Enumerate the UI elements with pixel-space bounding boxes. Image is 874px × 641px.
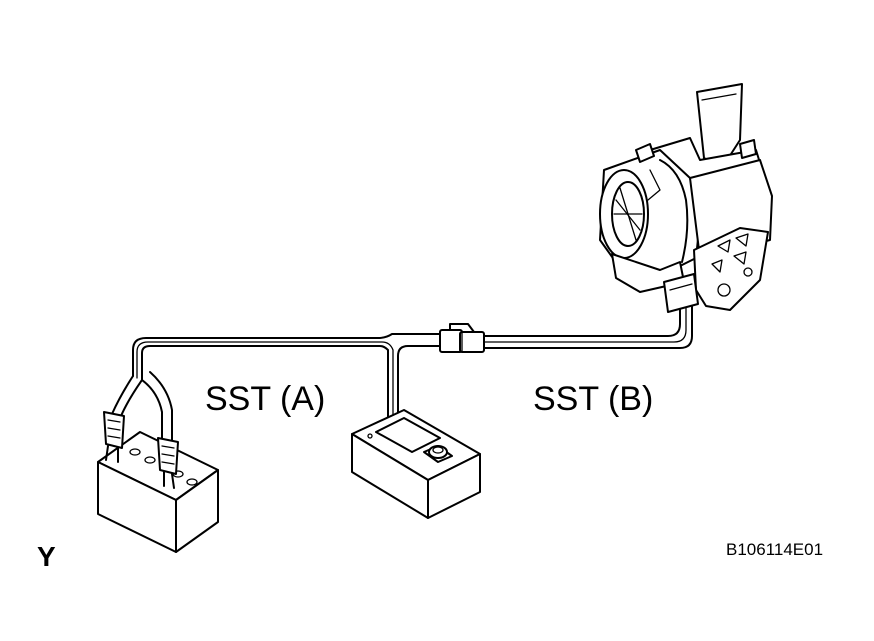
sst-a-box	[351, 409, 481, 519]
sst-b-label: SST (B)	[533, 380, 653, 418]
sst-a-label: SST (A)	[205, 380, 325, 418]
figure-code: B106114E01	[726, 540, 823, 559]
corner-mark: Y	[37, 541, 56, 572]
seat-belt-pretensioner	[599, 83, 773, 313]
battery	[97, 411, 219, 553]
harness-connector	[439, 323, 485, 353]
wire-harness	[111, 299, 693, 441]
